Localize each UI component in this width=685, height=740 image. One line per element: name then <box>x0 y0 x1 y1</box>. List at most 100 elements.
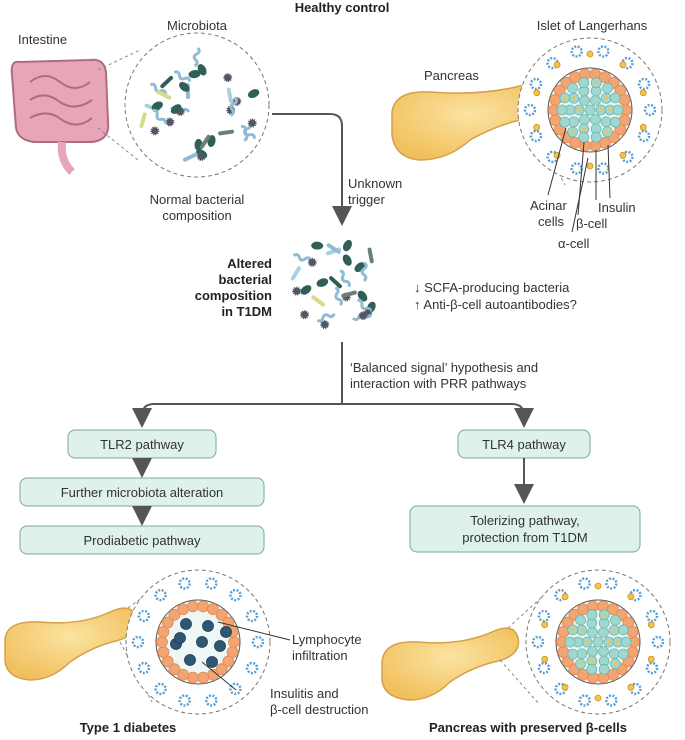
insulin-granule <box>570 628 575 632</box>
microbe <box>339 269 351 288</box>
effect-autoantibodies: ↑ Anti-β-cell autoantibodies? <box>414 297 577 312</box>
acinar-granule <box>578 694 591 707</box>
beta-cell <box>584 104 596 116</box>
microbe <box>342 254 352 266</box>
acinar-granule <box>529 77 543 91</box>
alpha-cell <box>207 603 219 616</box>
altered-label-line2: bacterial <box>219 272 272 287</box>
alpha-cell <box>569 136 581 149</box>
microbe <box>199 134 211 149</box>
insulin-granule <box>607 640 611 644</box>
microbe <box>316 278 329 287</box>
beta-cell <box>620 636 632 648</box>
lymphocyte <box>202 620 214 632</box>
microbe <box>170 104 182 114</box>
acinar-granule <box>537 661 551 675</box>
beta-cell <box>590 95 601 106</box>
alpha-cell <box>156 636 168 648</box>
microbe <box>247 118 257 128</box>
acinar-label-line1: Acinar <box>530 198 568 213</box>
insulin-label: Insulin <box>598 200 636 215</box>
microbiota-label: Microbiota <box>167 18 228 33</box>
acinar-granule <box>537 609 551 623</box>
insulin-dot <box>639 89 647 97</box>
alpha-cell <box>228 636 240 648</box>
insulin-granule <box>578 662 583 666</box>
beta-cell-label: β-cell <box>576 216 607 231</box>
microbe <box>292 286 302 296</box>
acinar-granule <box>251 635 265 649</box>
microbe <box>357 290 368 302</box>
alpha-cell <box>618 93 631 106</box>
microbe <box>311 295 325 307</box>
insulitis-label-line1: Insulitis and <box>270 686 339 701</box>
alpha-cell <box>157 646 170 659</box>
microbe <box>247 89 260 99</box>
beta-cell <box>586 609 598 621</box>
acinar-granule <box>131 635 145 649</box>
microbiota-circle <box>124 32 270 178</box>
insulin-granule <box>604 96 608 101</box>
insulin-dot <box>561 593 569 601</box>
acinar-granule <box>570 162 583 175</box>
insulin-dot <box>586 162 594 170</box>
alpha-cell <box>168 608 181 621</box>
effect-scfa: ↓ SCFA-producing bacteria <box>414 280 570 295</box>
insulin-dot <box>647 621 655 629</box>
alpha-cell <box>626 625 639 638</box>
tolerizing-box <box>409 505 641 553</box>
insulin-dot <box>541 655 549 663</box>
acinar-granule <box>245 661 259 675</box>
insulin-dot <box>533 89 541 97</box>
pancreas-preserved <box>381 627 520 701</box>
acinar-granule <box>651 635 665 649</box>
beta-cell <box>564 636 576 648</box>
acinar-granule <box>643 103 657 117</box>
acinar-granule <box>154 588 167 602</box>
insulin-granule <box>612 628 616 633</box>
alpha-cell <box>197 600 210 613</box>
islet-preserved <box>531 577 665 707</box>
acinar-granule <box>137 661 151 675</box>
lymphocyte <box>206 656 218 668</box>
tlr2-label: TLR2 pathway <box>100 437 184 452</box>
intestine-illustration <box>10 58 110 175</box>
insulin-dot <box>586 50 594 58</box>
insulitis-label-line2: β-cell destruction <box>270 702 369 717</box>
microbe <box>300 285 312 295</box>
microbe <box>192 47 201 68</box>
prodiabetic-box <box>19 525 265 555</box>
altered-label-line3: composition <box>195 288 272 303</box>
beta-cell <box>586 663 598 675</box>
microbe <box>152 108 167 125</box>
tlr4-label: TLR4 pathway <box>482 437 566 452</box>
microbe <box>240 124 256 139</box>
insulin-dot <box>647 655 655 663</box>
insulin-dot <box>541 621 549 629</box>
microbe <box>165 117 175 127</box>
right-branch-arrow <box>342 403 534 428</box>
beta-cell <box>598 646 609 657</box>
insulin-dot <box>619 61 627 69</box>
insulin-dot <box>553 61 561 69</box>
beta-cell <box>612 104 624 116</box>
lymphocyte <box>214 640 226 652</box>
insulin-granule <box>613 662 618 666</box>
beta-cell <box>567 82 578 94</box>
lymphocyte-label-line1: Lymphocyte <box>292 632 362 647</box>
hypothesis-line2: interaction with PRR pathways <box>350 376 527 391</box>
microbe <box>196 152 206 162</box>
acinar-label-line2: cells <box>538 214 565 229</box>
microbe <box>179 81 190 92</box>
insulin-granule <box>572 96 576 101</box>
alpha-cell <box>607 603 619 616</box>
insulin-dot <box>639 123 647 131</box>
beta-cell <box>590 114 601 125</box>
microbe <box>290 266 301 281</box>
microbe <box>160 75 174 89</box>
acinar-granule <box>523 103 537 117</box>
lymphocyte <box>220 626 232 638</box>
alpha-cell <box>177 603 189 616</box>
microbe <box>342 239 352 252</box>
